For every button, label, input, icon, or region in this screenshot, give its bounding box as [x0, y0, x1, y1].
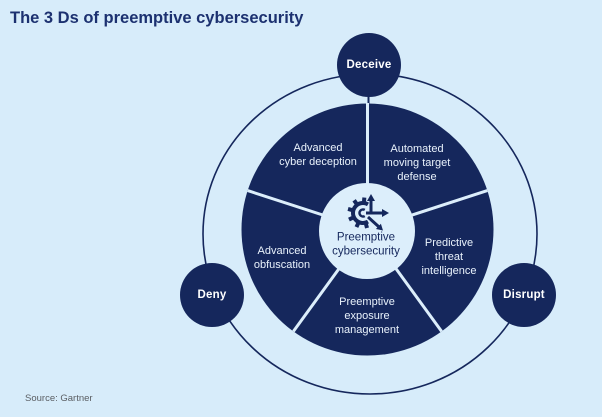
arrow-down-right-shaft: [366, 215, 380, 228]
segment-label-automated-moving-target-defense: Automated moving target defense: [383, 142, 451, 184]
node-deny-label: Deny: [197, 289, 227, 301]
gear-teeth: [347, 197, 369, 229]
node-disrupt-label: Disrupt: [503, 289, 545, 301]
gear-hub: [358, 208, 366, 218]
source-note: Source: Gartner: [25, 393, 93, 404]
arrow-right-head: [382, 209, 389, 217]
node-disrupt: Disrupt: [492, 263, 556, 327]
segment-label-advanced-cyber-deception: Advanced cyber deception: [279, 141, 357, 168]
center-label: Preemptive cybersecurity: [332, 231, 400, 258]
node-deceive-label: Deceive: [346, 59, 392, 71]
node-deny: Deny: [180, 263, 244, 327]
segment-label-advanced-obfuscation: Advanced obfuscation: [253, 244, 311, 271]
node-deceive: Deceive: [337, 33, 401, 97]
donut-hole: [319, 183, 415, 279]
segment-label-predictive-threat-intelligence: Predictive threat intelligence: [421, 236, 477, 278]
page-title: The 3 Ds of preemptive cybersecurity: [10, 9, 304, 27]
gear-ring: [351, 201, 369, 225]
branch-arrows: [366, 194, 389, 231]
gear-arrows-icon: [347, 194, 389, 231]
segment-label-preemptive-exposure-management: Preemptive exposure management: [334, 295, 400, 337]
arrow-down-right-head: [375, 223, 383, 231]
arrow-up-head: [367, 194, 375, 201]
